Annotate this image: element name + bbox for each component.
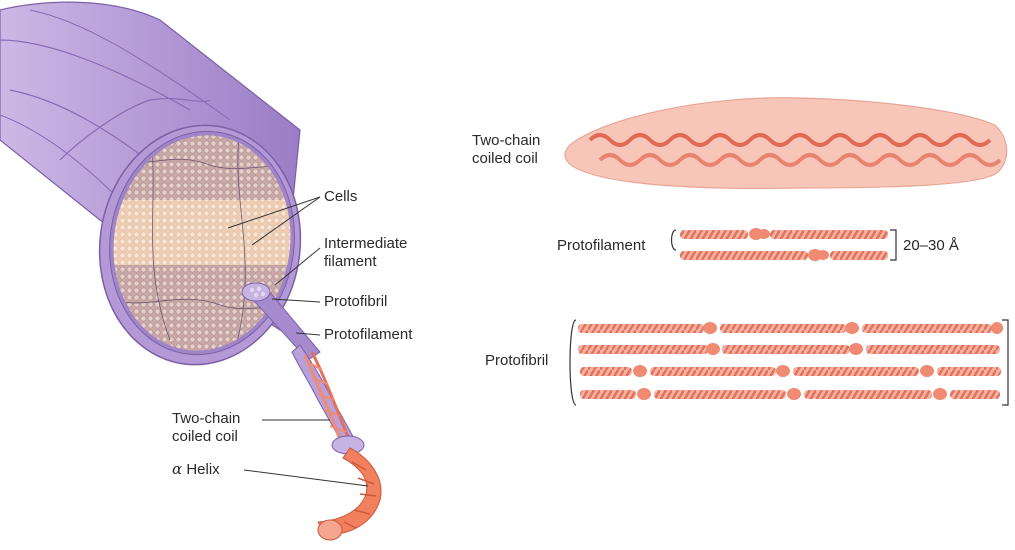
label-cells: Cells (324, 188, 358, 205)
label-protofibril-right: Protofibril (485, 352, 549, 369)
coiled-coil-surface (564, 97, 1008, 190)
alpha-symbol: α (172, 460, 183, 478)
protofilament-knob-bottom (808, 249, 829, 261)
protofilament-schematic (670, 228, 897, 261)
label-intermediate-filament: Intermediate filament (324, 235, 408, 270)
protofibril-schematic (569, 319, 1009, 406)
protofilament-knob-top (749, 228, 770, 240)
alpha-helix-text: Helix (186, 461, 220, 478)
label-dimension: 20–30 Å (903, 237, 959, 254)
alpha-helix-ribbon (317, 447, 382, 541)
label-protofibril-left: Protofibril (324, 293, 388, 310)
coiled-coil-strands (303, 351, 365, 455)
label-alpha-helix: α Helix (172, 460, 220, 479)
label-protofilament-left: Protofilament (324, 326, 413, 343)
label-two-chain-coiled-coil-left: Two-chain coiled coil (172, 410, 241, 445)
label-two-chain-coiled-coil-right: Two-chain coiled coil (472, 132, 541, 167)
label-protofilament-right: Protofilament (557, 237, 646, 254)
leader-lines (227, 196, 369, 487)
hair-cross-section (98, 123, 305, 366)
